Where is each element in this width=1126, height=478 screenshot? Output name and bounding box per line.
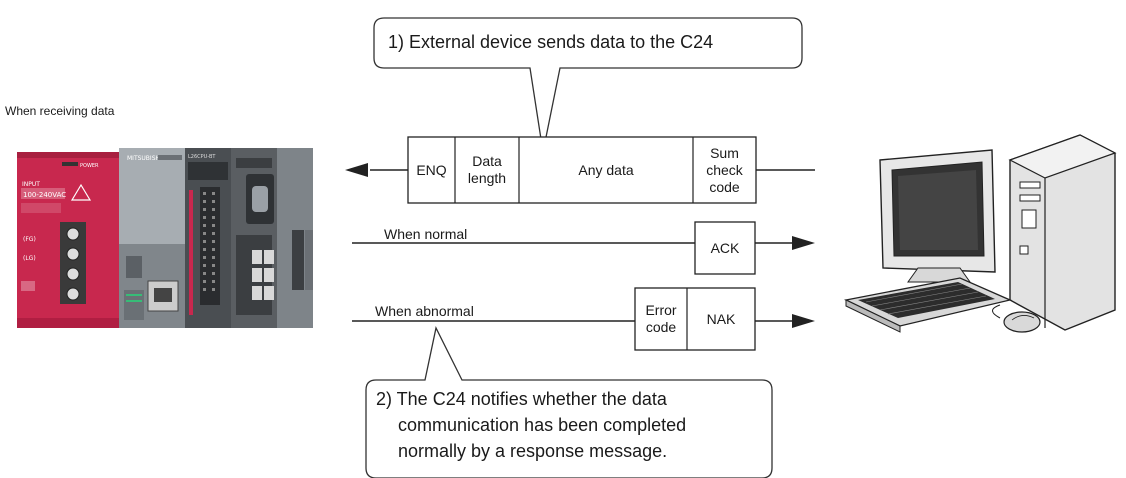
- plc-lg-label: (LG): [23, 255, 36, 262]
- frame-data-length: Data length: [455, 137, 519, 203]
- frame-any-data-label: Any data: [578, 161, 634, 178]
- frame-enq: ENQ: [408, 137, 455, 203]
- when-abnormal-label: When abnormal: [375, 303, 474, 319]
- arrow-right-icon: [792, 236, 815, 250]
- nak-cell: NAK: [687, 288, 755, 350]
- plc-brand-label: MITSUBISHI: [127, 155, 162, 162]
- plc-fg-label: (FG): [23, 236, 36, 243]
- nak-label: NAK: [706, 310, 736, 327]
- ack-box: [694, 221, 756, 275]
- ack-label: ACK: [710, 239, 740, 256]
- arrow-right-icon: [792, 314, 815, 328]
- plc-cpu-model: L26CPU-BT: [188, 154, 216, 160]
- diagram-title: When receiving data: [5, 104, 115, 118]
- callout-bottom-line-3: normally by a response message.: [398, 441, 668, 461]
- nak-box: [634, 287, 756, 351]
- plc-power-label: POWER: [80, 163, 99, 169]
- frame-enq-label: ENQ: [416, 161, 447, 178]
- personal-computer-icon: [843, 134, 1117, 333]
- callout-top-text: 1) External device sends data to the C24: [388, 32, 714, 52]
- frame-sum-check: Sum check code: [693, 137, 756, 203]
- error-code-cell: Error code: [635, 288, 687, 350]
- arrow-left-icon: [345, 163, 368, 177]
- error-code-label: Error code: [645, 302, 677, 335]
- when-normal-label: When normal: [384, 226, 468, 242]
- callout-top-bubble: [373, 17, 803, 153]
- plc-input-label: INPUT: [22, 181, 40, 188]
- frame-send-box: [407, 136, 757, 204]
- plc-icon: POWER INPUT 100-240VAC (FG) (LG) MITSUBI…: [17, 148, 313, 328]
- plc-input-voltage: 100-240VAC: [23, 191, 66, 199]
- frame-data-length-label: Data length: [467, 153, 507, 186]
- callout-bottom-line-2: communication has been completed: [398, 415, 687, 435]
- frame-any-data: Any data: [519, 137, 693, 203]
- frame-sum-check-label: Sum check code: [706, 144, 743, 195]
- callout-bottom-line-1: 2) The C24 notifies whether the data: [376, 389, 667, 409]
- ack-cell: ACK: [695, 222, 755, 274]
